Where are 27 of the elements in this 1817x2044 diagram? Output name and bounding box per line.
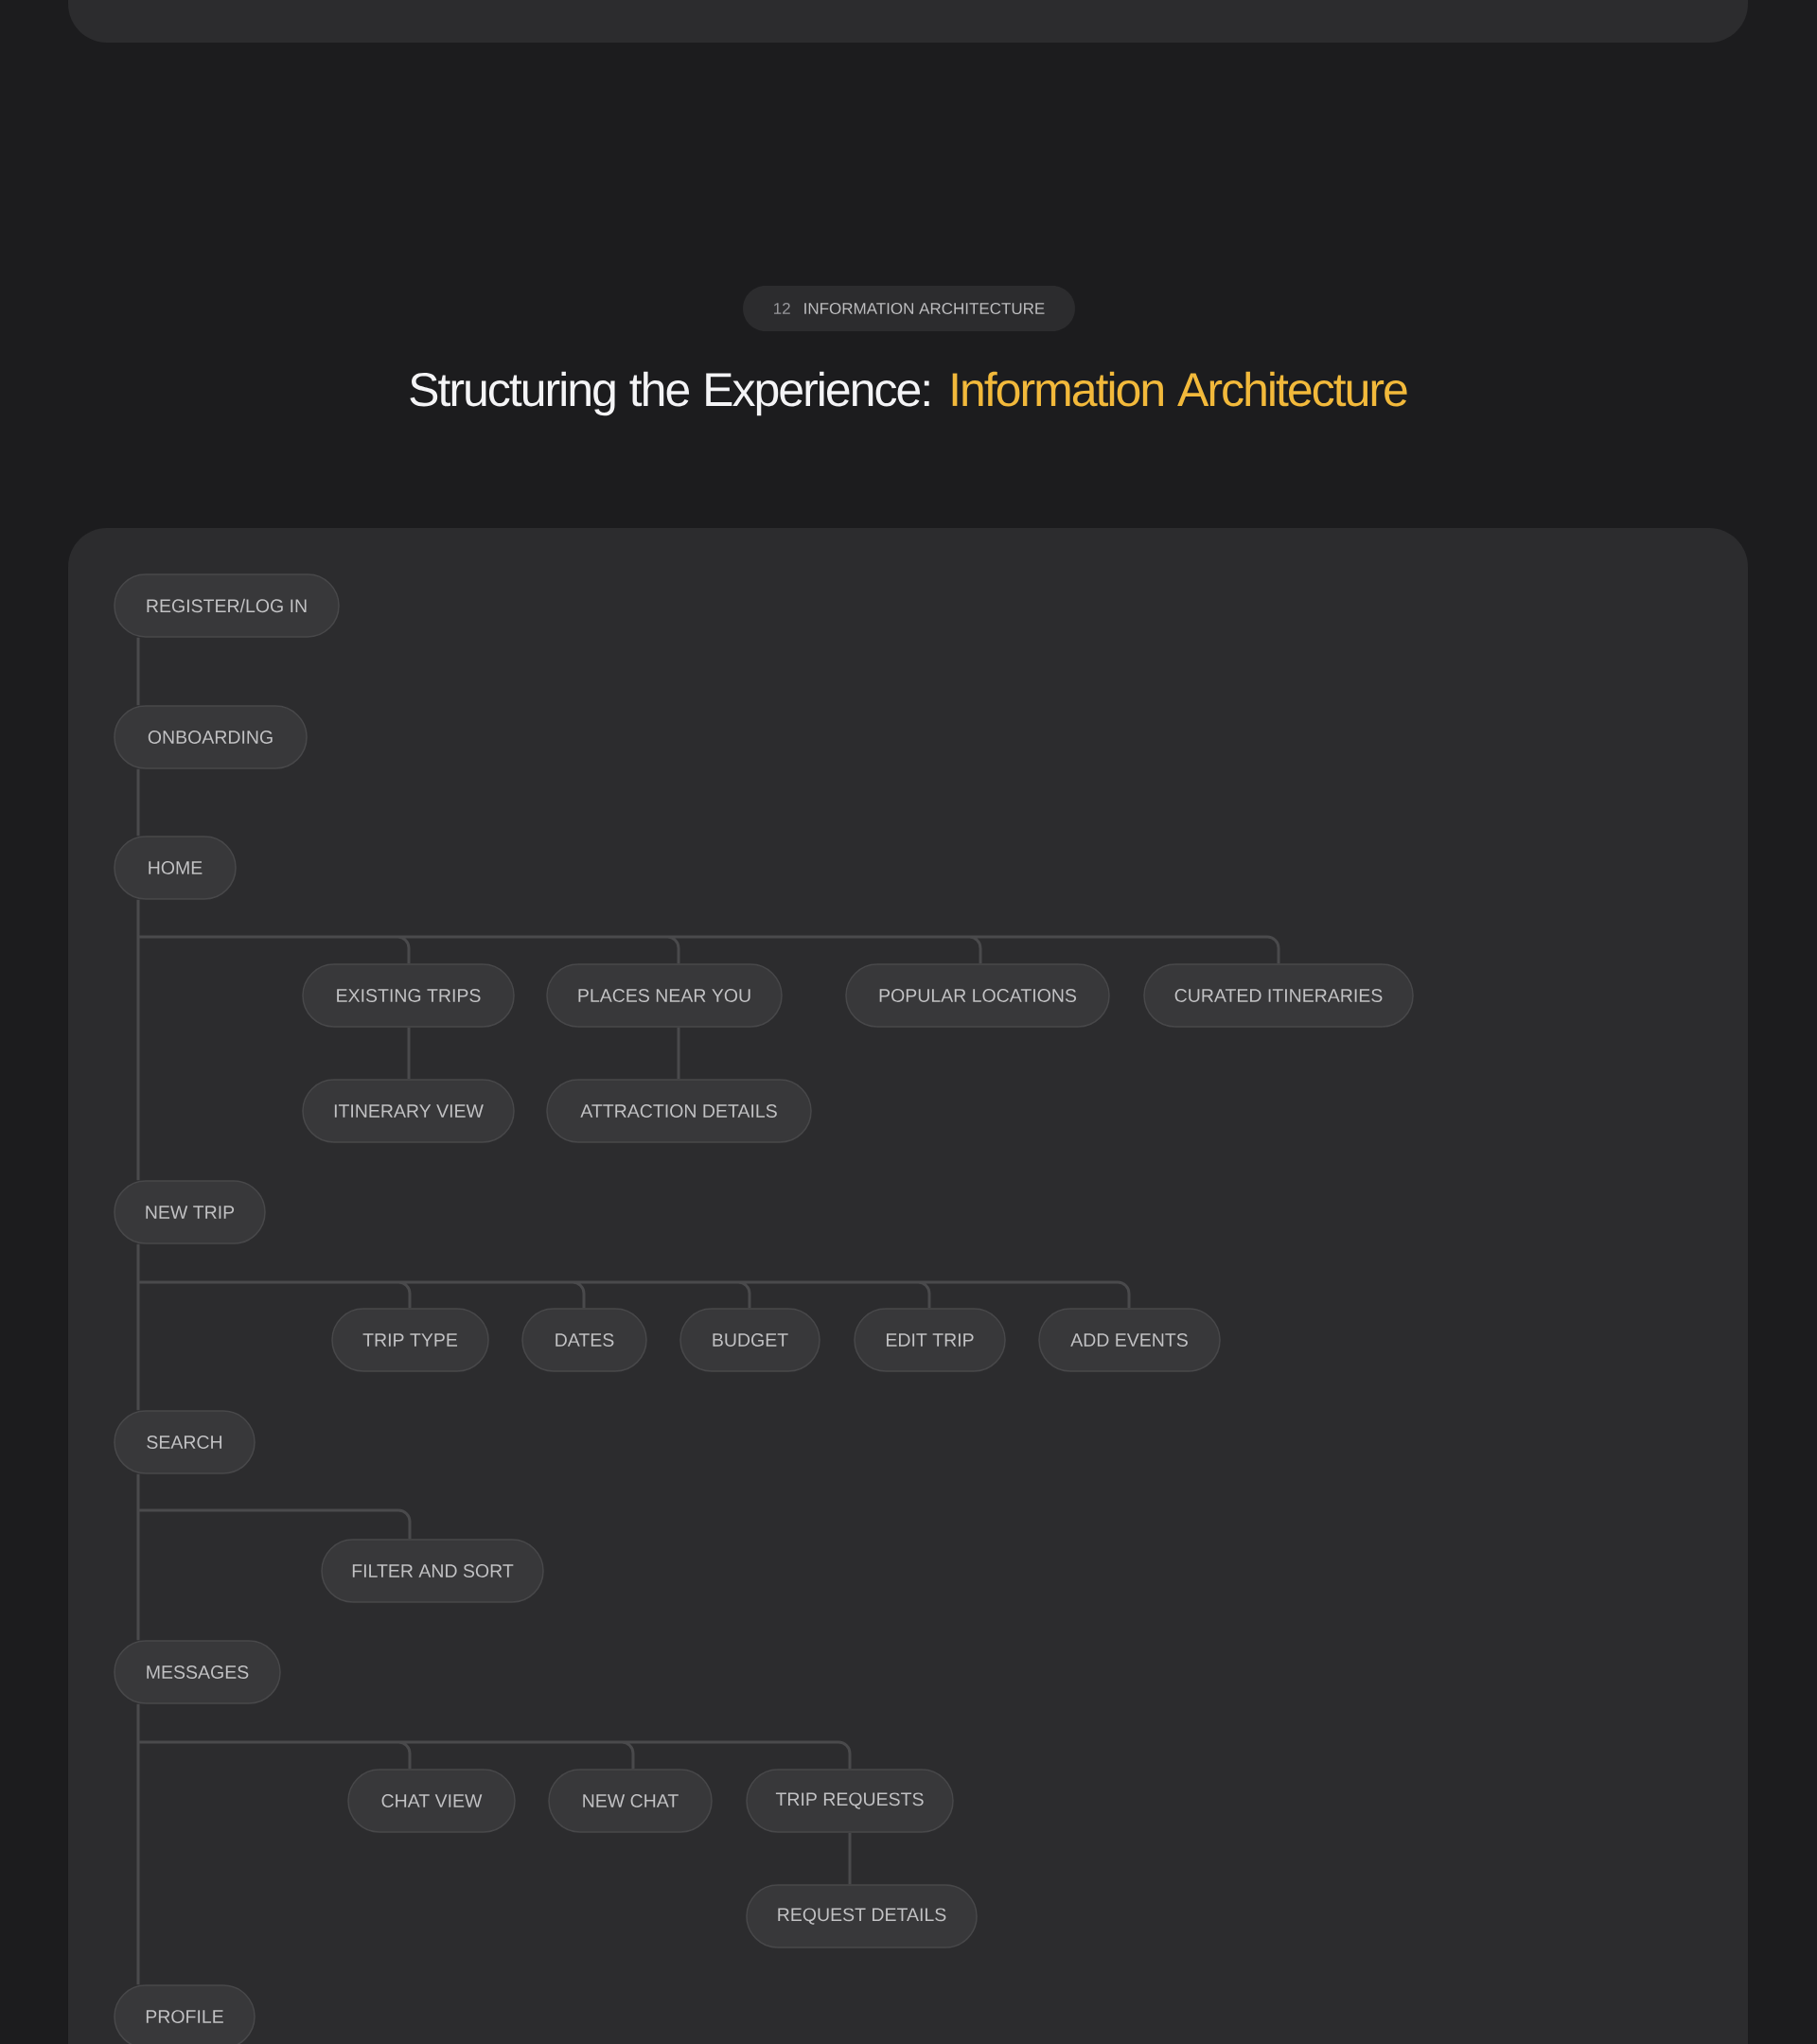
page-pill: ONBOARDING [114, 705, 308, 769]
page-pill: CURATED ITINERARIES [1143, 963, 1414, 1028]
page-pill: POPULAR LOCATIONS [845, 963, 1110, 1028]
page-pill: EXISTING TRIPS [302, 963, 515, 1028]
connector-line [136, 1472, 412, 1642]
heading: Structuring the Experience: Information Architecture [410, 371, 1407, 416]
page-pill: NEW CHAT [548, 1769, 713, 1833]
page-pill: MESSAGES [114, 1640, 281, 1704]
connector-line [136, 898, 1280, 1182]
page-pill: NEW TRIP [114, 1180, 266, 1244]
page-pill: TRIP REQUESTS [746, 1769, 954, 1833]
page-pill: ADD EVENTS [1038, 1308, 1221, 1372]
page-pill: EDIT TRIP [854, 1308, 1006, 1372]
page-pill: ATTRACTION DETAILS [546, 1079, 812, 1143]
connector-line [136, 1702, 852, 1986]
section-badge: 12 INFORMATION ARCHITECTURE [743, 286, 1075, 331]
page-pill: REGISTER/LOG IN [114, 573, 340, 638]
page-pill: SEARCH [114, 1410, 256, 1474]
page-pill: FILTER AND SORT [321, 1539, 544, 1603]
connector-line [136, 1242, 1131, 1412]
page-pill: BUDGET [679, 1308, 820, 1372]
page-pill: PROFILE [114, 1984, 256, 2044]
page-pill: CHAT VIEW [347, 1769, 516, 1833]
page-pill: TRIP TYPE [331, 1308, 489, 1372]
page-pill: ITINERARY VIEW [302, 1079, 515, 1143]
page-pill: PLACES NEAR YOU [546, 963, 783, 1028]
page-pill: REQUEST DETAILS [746, 1884, 978, 1948]
